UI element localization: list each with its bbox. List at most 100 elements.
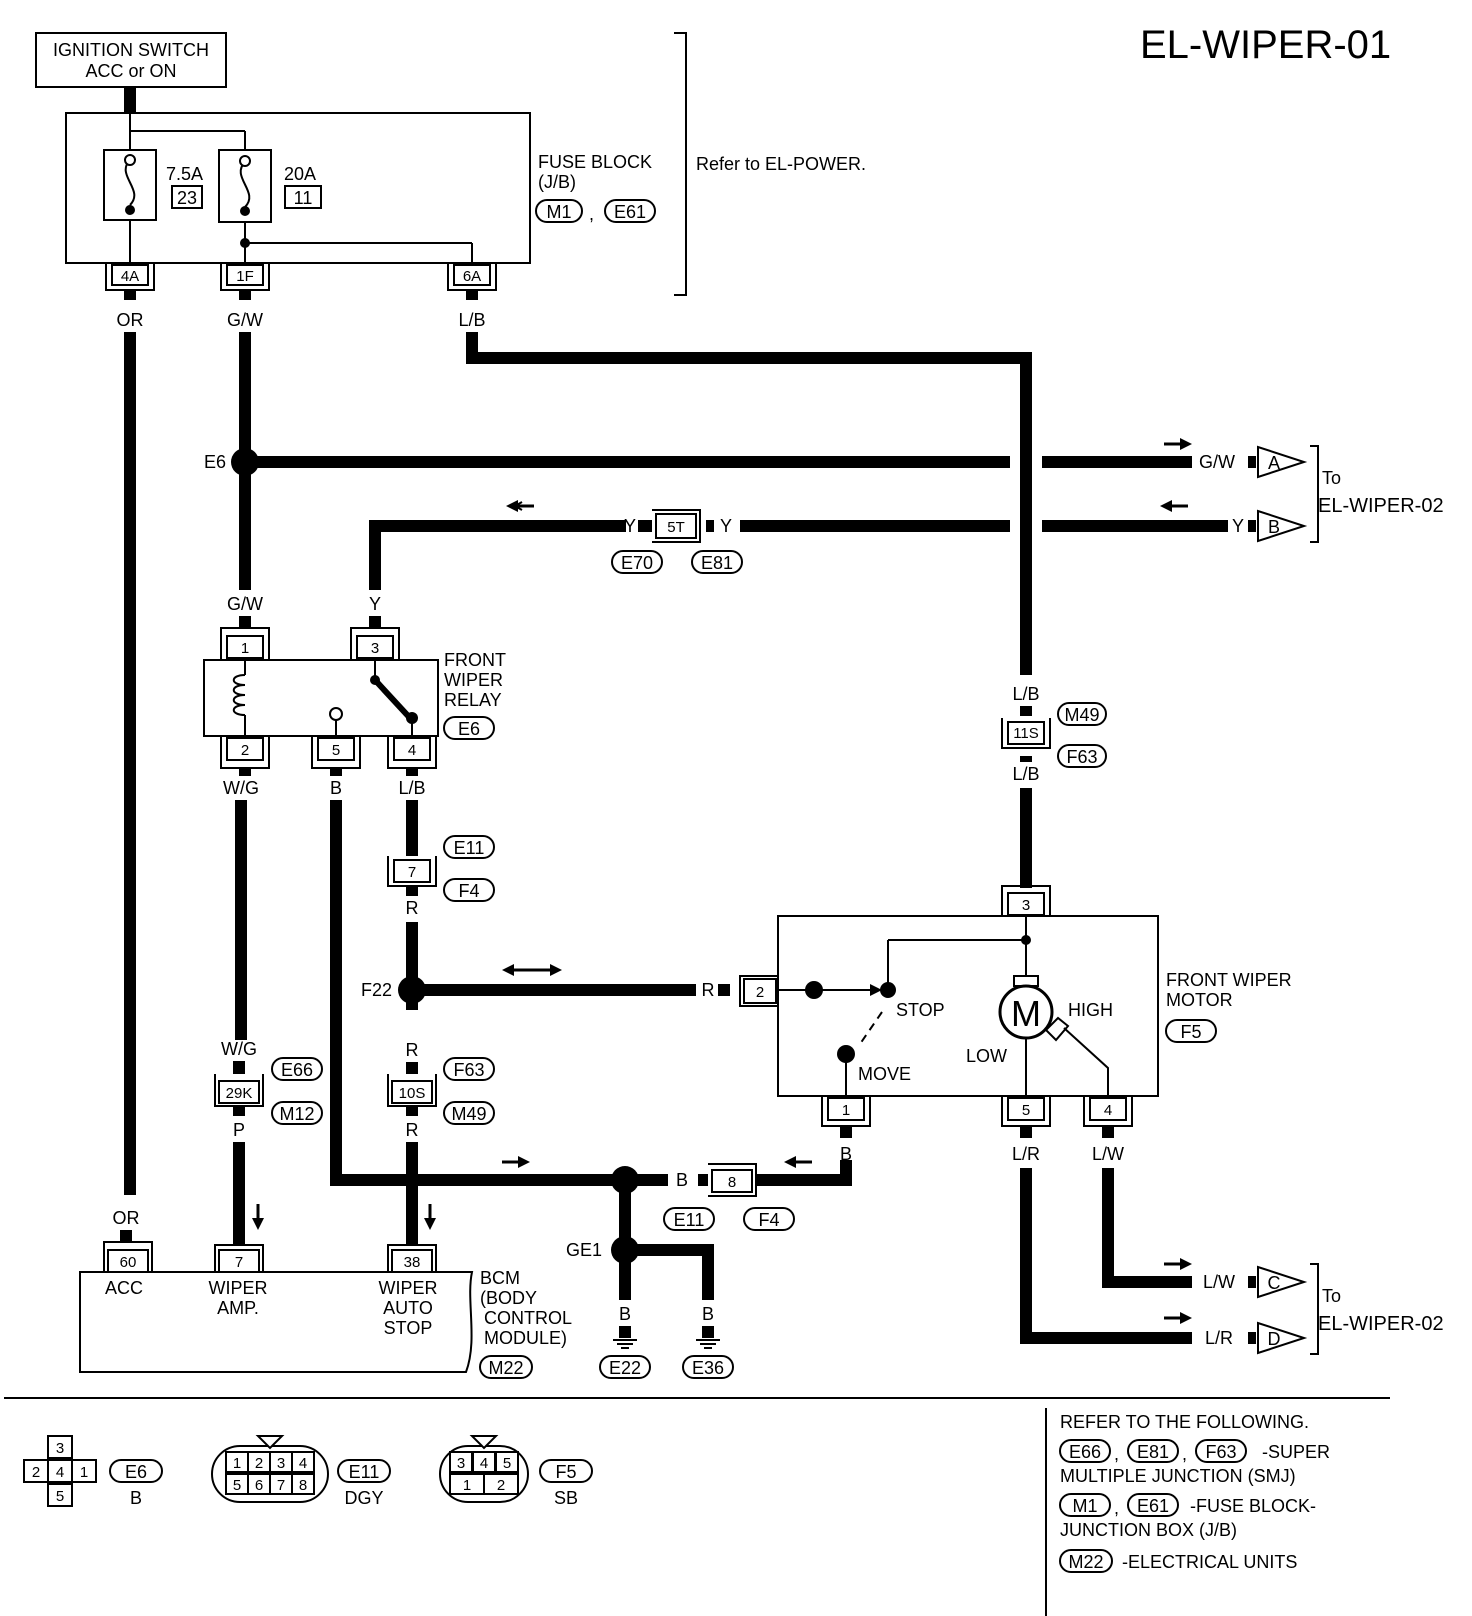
e11-pin-8: 8 — [299, 1477, 307, 1494]
fuse-block-ref-sep: , — [589, 204, 594, 224]
wire-b-relay — [330, 800, 610, 1186]
junction-5t-ref2: E81 — [701, 553, 733, 573]
legend-ref-m22: M22 — [1068, 1552, 1103, 1572]
e11-pin-2: 2 — [255, 1455, 263, 1472]
wire-y-label-left: Y — [624, 516, 636, 536]
wire-gw-label-relay: G/W — [227, 594, 263, 614]
connector-a — [1257, 445, 1308, 479]
arrow-r-bcm-head — [424, 1218, 436, 1230]
wire-lb-main — [466, 332, 1032, 675]
ignition-switch: IGNITION SWITCH ACC or ON — [35, 32, 227, 88]
connector-d — [1257, 1321, 1308, 1355]
e11-pin-3: 3 — [277, 1455, 285, 1472]
ignition-label-2: ACC or ON — [85, 61, 176, 81]
bcm-auto-label-3: STOP — [384, 1318, 433, 1338]
fuse-block-ref-m1: M1 — [546, 202, 571, 222]
motor-label-1: FRONT WIPER — [1166, 970, 1292, 990]
connector-c-wire: L/W — [1203, 1272, 1235, 1292]
bcm: 60 7 38 ACC WIPER AMP. WIPER AUTO STOP B… — [79, 1241, 572, 1379]
f5-pin-2: 2 — [497, 1477, 505, 1494]
legend-ref-e81: E81 — [1137, 1442, 1169, 1462]
wire-wg-label-top: W/G — [223, 778, 259, 798]
power-bracket — [674, 32, 687, 296]
wire-y-label-right: Y — [720, 516, 732, 536]
motor-pin-2: 2 — [756, 984, 764, 1001]
to-bracket-cd — [1310, 1263, 1319, 1355]
arrow-y-left-head — [506, 500, 518, 512]
relay-pin-4: 4 — [408, 742, 416, 759]
to-page-cd: EL-WIPER-02 — [1318, 1313, 1444, 1335]
junction-7-ref2: F4 — [458, 881, 479, 901]
junction-7: 7 E11 F4 — [387, 835, 495, 902]
e6-pin-1: 1 — [80, 1464, 88, 1481]
ground-e36-label: E36 — [692, 1358, 724, 1378]
relay-label-2: WIPER — [444, 670, 503, 690]
bcm-label-4: MODULE) — [484, 1328, 567, 1348]
wire-lb-label-11s-top: L/B — [1012, 684, 1039, 704]
connector-c-stub — [1248, 1276, 1256, 1288]
f5-pin-1: 1 — [463, 1477, 471, 1494]
junction-29k-pin: 29K — [226, 1085, 253, 1102]
connector-view-e11: 1 2 3 4 5 6 7 8 E11 DGY — [211, 1435, 391, 1508]
arrow-a-head — [1180, 438, 1192, 450]
splice-e6-label: E6 — [204, 452, 226, 472]
ground-e36: E36 — [682, 1326, 734, 1379]
to-label-ab: To — [1322, 468, 1341, 488]
wire-lr-label: L/R — [1012, 1144, 1040, 1164]
wire-lr-main — [1020, 1168, 1192, 1344]
wire-b-label-ground: B — [676, 1170, 688, 1190]
front-wiper-motor: 3 M STOP MOVE HIGH LOW 2 1 5 — [739, 885, 1292, 1127]
fuse-block-jb: (J/B) — [538, 172, 576, 192]
legend-line-1: REFER TO THE FOLLOWING. — [1060, 1412, 1309, 1432]
connector-view-e6: 3 2 4 1 5 E6 B — [23, 1435, 163, 1508]
junction-10s-pin: 10S — [399, 1085, 426, 1102]
connector-view-f5: 3 4 5 1 2 F5 SB — [439, 1435, 593, 1508]
motor-high-label: HIGH — [1068, 1000, 1113, 1020]
wire-r-label-motor: R — [702, 980, 715, 1000]
wire-lb-label-11s-bottom: L/B — [1012, 764, 1039, 784]
arrow-r-both-right — [550, 964, 562, 976]
junction-8-ref1: E11 — [674, 1210, 705, 1230]
arrow-d-head — [1180, 1312, 1192, 1324]
e11-pin-7: 7 — [277, 1477, 285, 1494]
wire-ge1-right — [625, 1244, 714, 1300]
junction-5t-pin: 5T — [667, 519, 685, 536]
legend-ref-m1: M1 — [1072, 1496, 1097, 1516]
ground-e22-label: E22 — [609, 1358, 641, 1378]
fuse-block-terminals: 4A 1F 6A — [105, 263, 497, 291]
fuse2-rating: 20A — [284, 164, 316, 184]
relay-ref: E6 — [458, 719, 480, 739]
relay-pin-1: 1 — [241, 640, 249, 657]
connector-c — [1257, 1265, 1308, 1299]
ignition-label-1: IGNITION SWITCH — [53, 40, 209, 60]
legend-text-1a: -SUPER — [1262, 1442, 1330, 1462]
connector-d-stub — [1248, 1332, 1256, 1344]
ground-e36-wire: B — [702, 1304, 714, 1324]
connector-b-label: B — [1268, 517, 1280, 537]
junction-5t: 5T E70 E81 — [611, 509, 743, 574]
e6-view-color: B — [130, 1488, 142, 1508]
to-page-ab: EL-WIPER-02 — [1318, 495, 1444, 517]
wire-lw-main — [1102, 1168, 1192, 1288]
connector-a-stub — [1248, 456, 1256, 468]
fuse-block-label: FUSE BLOCK — [538, 152, 652, 172]
arrow-b-head — [1160, 500, 1172, 512]
legend-text-2b: JUNCTION BOX (J/B) — [1060, 1520, 1237, 1540]
legend-text-2a: -FUSE BLOCK- — [1190, 1496, 1316, 1516]
bcm-auto-label-2: AUTO — [383, 1298, 433, 1318]
bcm-label-2: (BODY — [480, 1288, 537, 1308]
bcm-amp-label-1: WIPER — [208, 1278, 267, 1298]
bcm-ref: M22 — [488, 1358, 523, 1378]
to-bracket-ab — [1310, 445, 1319, 543]
wire-y-label-relay: Y — [369, 594, 381, 614]
f5-pin-4: 4 — [480, 1455, 488, 1472]
legend-comma-2: , — [1182, 1444, 1187, 1464]
e11-pin-4: 4 — [299, 1455, 307, 1472]
arrow-r-both-left — [502, 964, 514, 976]
wire-p-label: P — [233, 1120, 245, 1140]
legend-text-3: -ELECTRICAL UNITS — [1122, 1552, 1297, 1572]
e6-pin-3: 3 — [56, 1440, 64, 1457]
e6-view-ref: E6 — [125, 1462, 147, 1482]
front-wiper-relay: 1 3 2 5 4 FRONT WIPER RELAY E6 — [203, 627, 506, 769]
